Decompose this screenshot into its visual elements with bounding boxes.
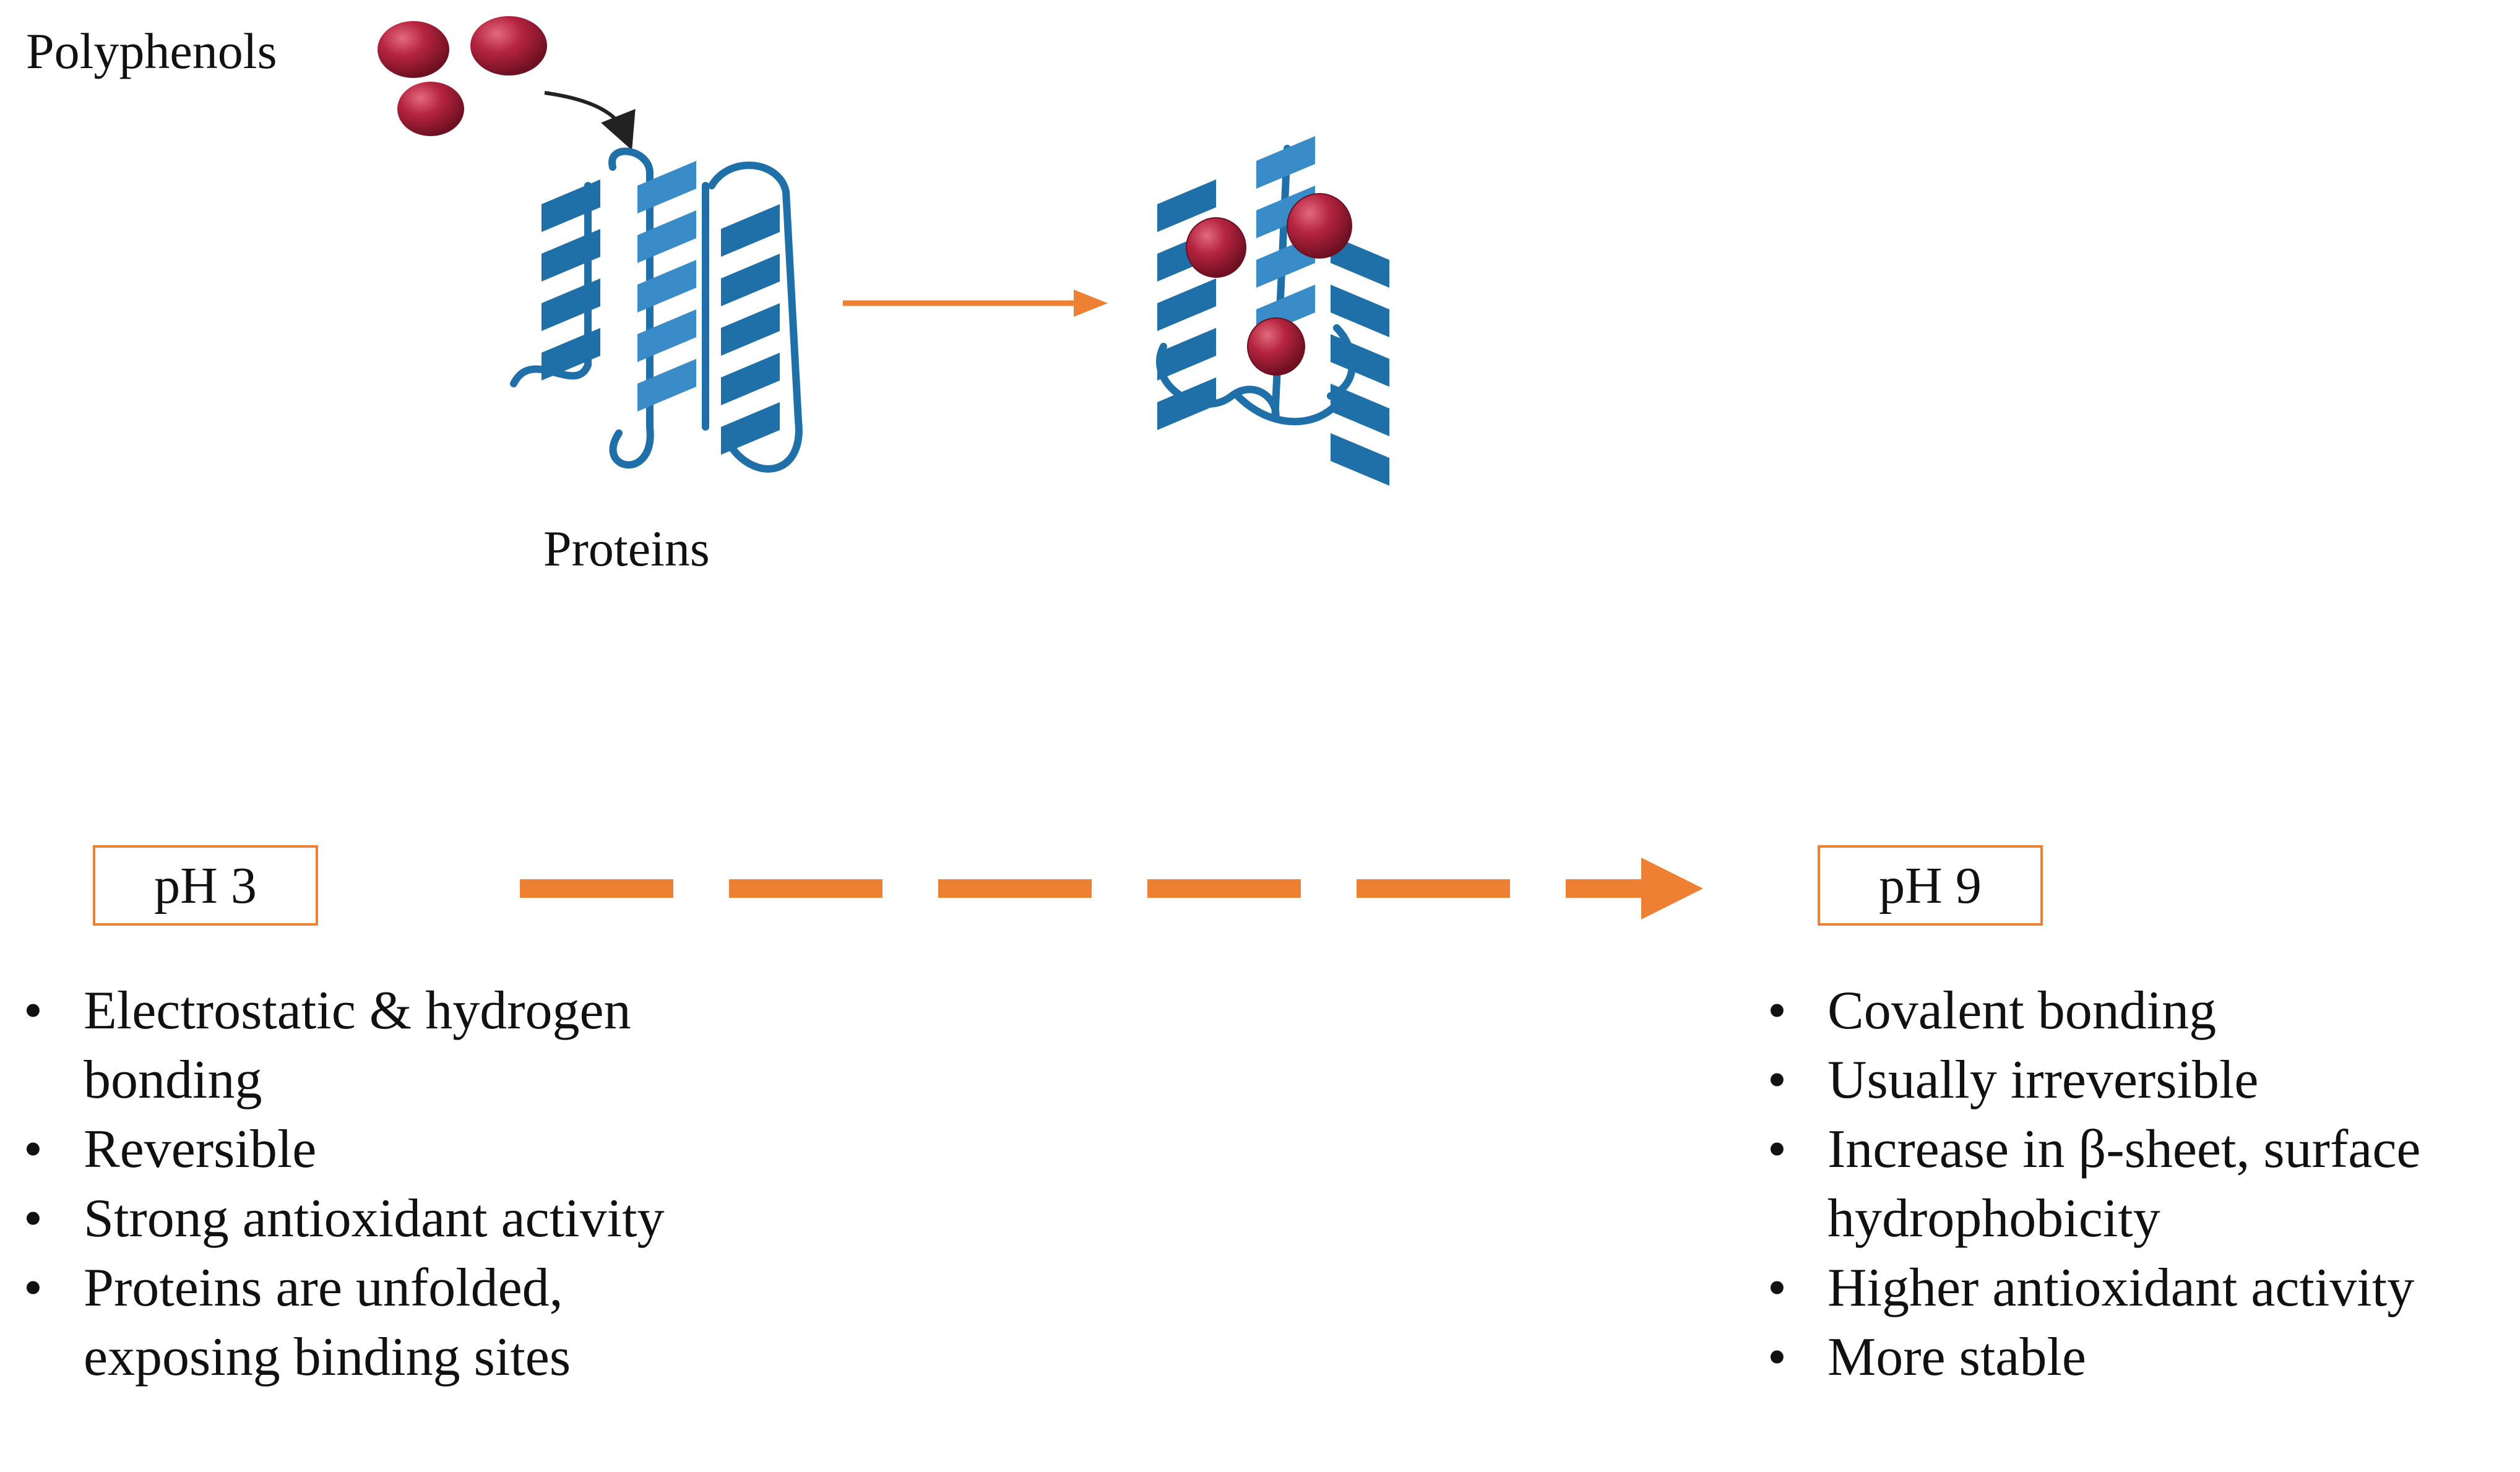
ph-3-point: Proteins are unfolded, exposing binding … <box>12 1254 718 1392</box>
ph-9-properties: Covalent bonding Usually irreversible In… <box>1756 976 2511 1392</box>
binding-arrow <box>544 91 636 150</box>
unbound-protein <box>510 147 803 473</box>
ph-9-box: pH 9 <box>1818 845 2043 926</box>
ph-9-point: More stable <box>1756 1323 2511 1392</box>
bound-polyphenol <box>1186 217 1246 278</box>
ph-9-point: Higher antioxidant activity <box>1756 1254 2511 1323</box>
free-polyphenols <box>378 16 547 136</box>
interaction-illustration <box>378 16 1389 486</box>
ph-3-box: pH 3 <box>93 845 318 926</box>
ph-3-point: Strong antioxidant activity <box>12 1184 718 1254</box>
ph-gradient-arrow <box>520 858 1703 919</box>
bound-polyphenol <box>1247 317 1305 376</box>
ph-9-point: Usually irreversible <box>1756 1046 2511 1115</box>
proteins-label: Proteins <box>543 520 710 577</box>
ph-9-point: Increase in β-sheet, surface hydrophobic… <box>1756 1115 2511 1254</box>
polyphenol-molecule <box>397 82 464 136</box>
polyphenols-label: Polyphenols <box>26 23 277 79</box>
ph-3-properties: Electrostatic & hydrogen bonding Reversi… <box>12 976 718 1392</box>
ph-9-label: pH 9 <box>1879 856 1982 915</box>
ph-3-point: Reversible <box>12 1115 718 1184</box>
polyphenol-molecule <box>378 21 449 78</box>
ph-9-point: Covalent bonding <box>1756 976 2511 1046</box>
ph-3-point: Electrostatic & hydrogen bonding <box>12 976 718 1115</box>
protein-polyphenol-complex <box>1156 136 1389 486</box>
reaction-arrow <box>843 290 1108 317</box>
bound-polyphenol <box>1287 193 1352 259</box>
ph-3-label: pH 3 <box>154 856 257 915</box>
polyphenol-molecule <box>470 16 547 75</box>
